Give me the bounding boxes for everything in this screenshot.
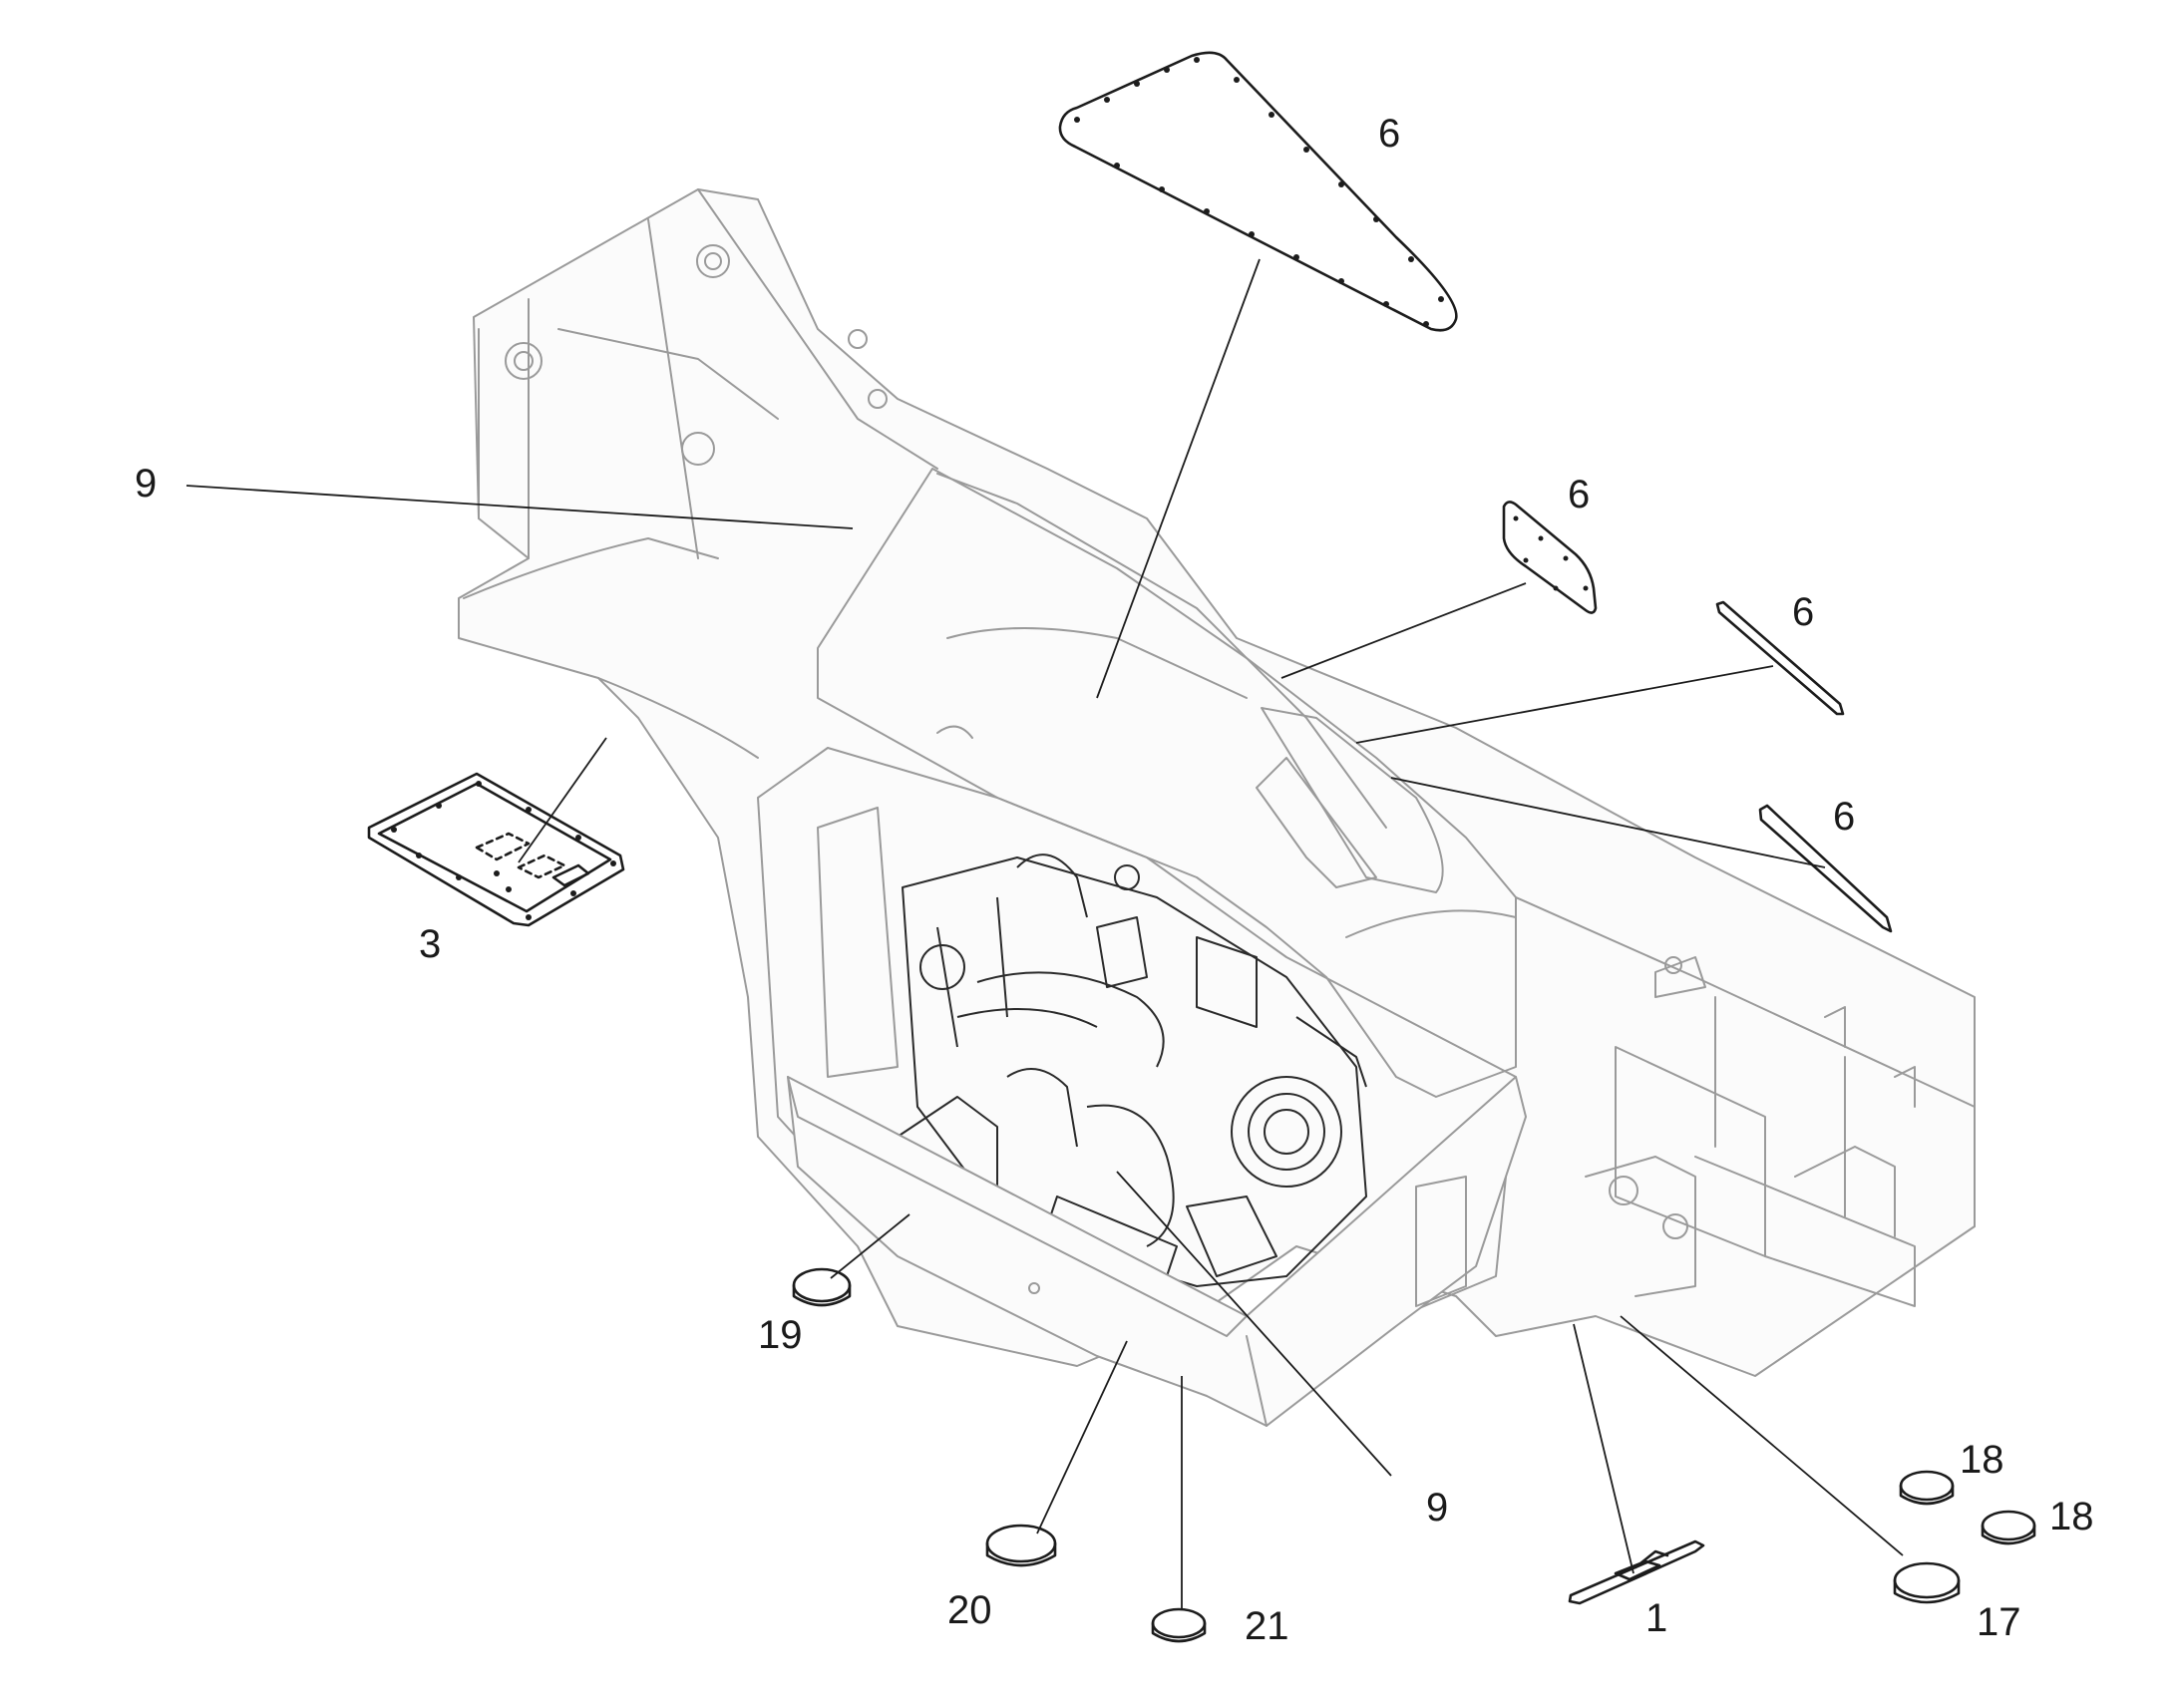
callout-6-top: 6: [1378, 112, 1400, 156]
belly-pan-ghost: [787, 1076, 1527, 1427]
leader-lines: [185, 258, 1904, 1609]
callout-9-lower: 9: [1426, 1486, 1448, 1530]
plug-18-lower: [1981, 1510, 2036, 1545]
gasket-large-rivets: [1074, 57, 1444, 327]
plug-18-upper: [1899, 1470, 1955, 1506]
callout-21: 21: [1245, 1604, 1289, 1648]
machine-frame-ghost: [458, 188, 1976, 1377]
callout-18-lower: 18: [2049, 1495, 2094, 1538]
callout-6-strip-upper: 6: [1792, 590, 1814, 634]
plug-20: [985, 1524, 1057, 1567]
callout-labels: 6 6 6 6 9 9 3 19 20 21 1 18 18 17: [135, 112, 2094, 1648]
callout-19: 19: [758, 1313, 803, 1357]
plug-17: [1893, 1561, 1961, 1604]
callout-17: 17: [1977, 1600, 2021, 1644]
callout-1: 1: [1645, 1596, 1667, 1640]
callout-9-left: 9: [135, 462, 157, 506]
callout-6-side: 6: [1568, 473, 1590, 516]
gasket-large-outline: [1058, 51, 1458, 332]
callout-3: 3: [419, 922, 441, 966]
plug-19: [792, 1267, 852, 1307]
callout-18-upper: 18: [1960, 1438, 2004, 1482]
part-1-bracket: [1568, 1539, 1705, 1605]
part-6-strip-upper: [1715, 600, 1845, 716]
plug-21: [1151, 1607, 1207, 1643]
part-6-side-gasket: [1502, 501, 1598, 614]
callout-6-strip-lower: 6: [1833, 795, 1855, 839]
part-6-large-gasket: [1058, 51, 1458, 332]
callout-20: 20: [947, 1588, 992, 1632]
part-3-base-plate: [367, 772, 625, 927]
engine-compartment: [757, 747, 1517, 1357]
part-6-strip-lower: [1758, 804, 1893, 933]
